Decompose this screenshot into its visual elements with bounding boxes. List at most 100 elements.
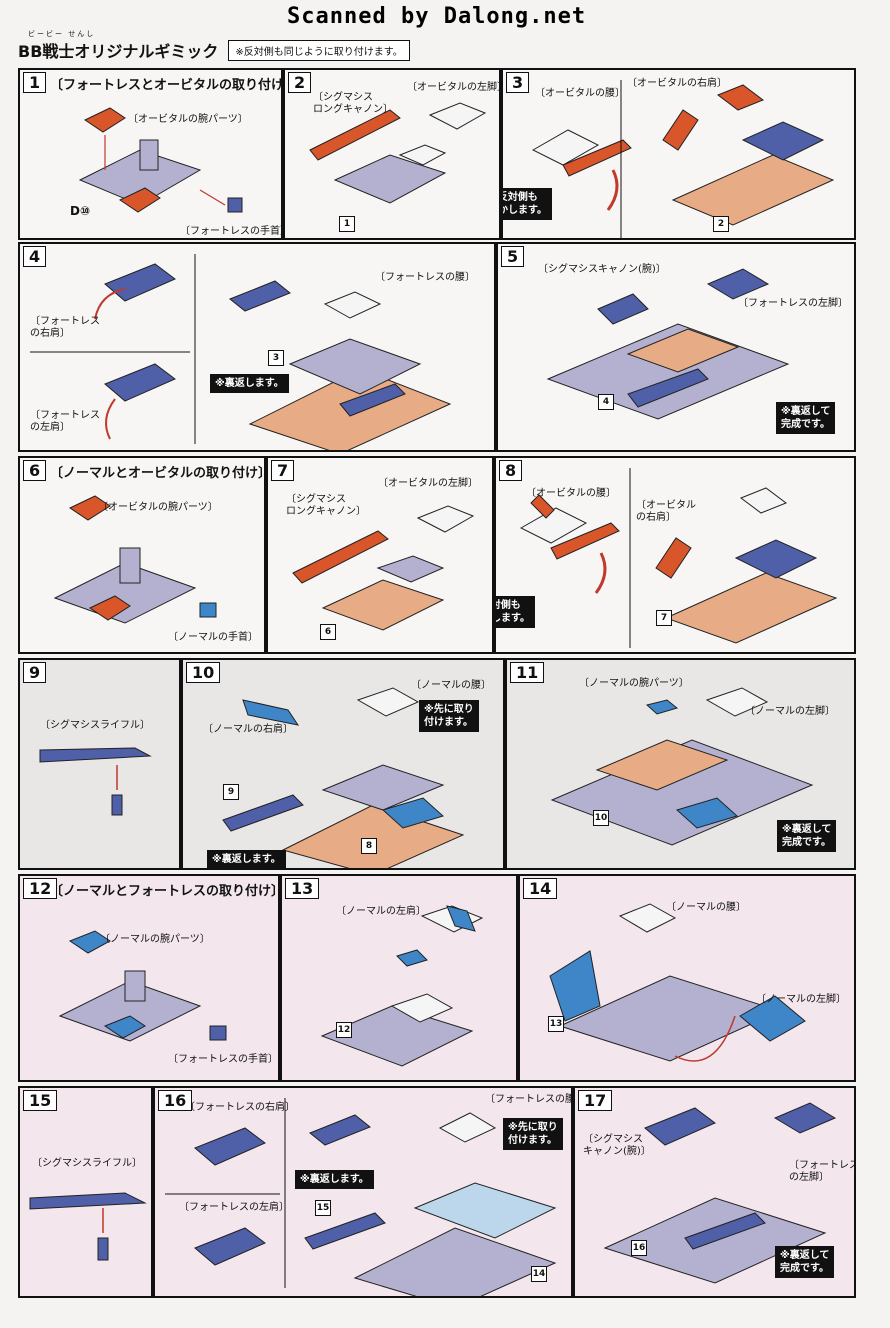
- step-15-illustration: [29, 1192, 147, 1261]
- part-label: 〔フォートレス の右肩〕: [30, 316, 100, 339]
- step-5-panel: 5 〔シグマシスキャノン(腕)〕 〔フォートレスの左脚〕 ※裏返して 完成です。…: [496, 242, 856, 452]
- step-2-illustration: [309, 102, 487, 204]
- step-title: 〔ノーマルとオービタルの取り付け〕: [50, 466, 266, 481]
- ref-badge: 10: [593, 810, 609, 826]
- part-label: 〔フォートレスの手首〕: [180, 226, 283, 237]
- part-label: 〔ノーマルの左肩〕: [336, 906, 426, 917]
- step-9-panel: 9 〔シグマシスライフル〕: [18, 658, 181, 870]
- part-label: 〔フォートレスの左肩〕: [179, 1202, 289, 1213]
- part-label: 〔オービタルの右肩〕: [627, 78, 727, 89]
- ref-badge: 15: [315, 1200, 331, 1216]
- part-label: 〔ノーマルの右肩〕: [203, 724, 293, 735]
- step-3-illustration: [531, 80, 835, 238]
- ref-badge: 1: [339, 216, 355, 232]
- step-number: 17: [578, 1090, 613, 1111]
- part-label: 〔シグマシスライフル〕: [40, 720, 150, 731]
- step-number: 12: [23, 878, 58, 899]
- part-label: 〔ノーマルの手首〕: [168, 632, 258, 643]
- step-7-illustration: [292, 505, 475, 631]
- part-label: 〔オービタルの左脚〕: [407, 82, 501, 93]
- step-3-panel: 3 〔オービタルの腰〕 〔オービタルの右肩〕 ※反対側も 動かします。 2: [501, 68, 856, 240]
- part-label: 〔ノーマルの腰〕: [411, 680, 491, 691]
- info-note: ※裏返して 完成です。: [776, 402, 836, 434]
- step-6-panel: 6 〔ノーマルとオービタルの取り付け〕 〔オービタルの腕パーツ〕 〔ノーマルの手…: [18, 456, 266, 654]
- step-number: 7: [271, 460, 295, 481]
- part-label: 〔オービタルの腰〕: [535, 88, 625, 99]
- ref-badge: 12: [336, 1022, 352, 1038]
- step-1-panel: 1 〔フォートレスとオービタルの取り付け〕 〔オービタルの腕パーツ〕 〔フォート…: [18, 68, 283, 240]
- info-note: ※先に取り 付けます。: [419, 700, 479, 732]
- info-note: ※反対側も 動かします。: [503, 188, 552, 220]
- ref-badge: 9: [223, 784, 239, 800]
- header-ruby: ビービー せんし: [28, 30, 96, 38]
- step-13-panel: 13 〔ノーマルの左肩〕 12: [280, 874, 518, 1082]
- page-header: ビービー せんし BB戦士オリジナルギミック ※反対側も同じように取り付けます。: [18, 30, 410, 62]
- step-13-illustration: [320, 905, 484, 1067]
- part-label: 〔オービタルの腰〕: [526, 488, 616, 499]
- ref-badge: 6: [320, 624, 336, 640]
- step-11-illustration: [550, 687, 814, 846]
- part-label: 〔フォートレスの左脚〕: [738, 298, 848, 309]
- info-note: ※反対側も 動かします。: [496, 596, 535, 628]
- step-9-illustration: [39, 747, 152, 816]
- part-label: 〔オービタル の右肩〕: [636, 500, 696, 523]
- page-title: BB戦士オリジナルギミック: [18, 42, 219, 61]
- step-number: 6: [23, 460, 47, 481]
- step-14-panel: 14 〔ノーマルの腰〕 〔ノーマルの左脚〕 13: [518, 874, 856, 1082]
- step-11-panel: 11 〔ノーマルの腕パーツ〕 〔ノーマルの左脚〕 ※裏返して 完成です。 10: [505, 658, 856, 870]
- header-note: ※反対側も同じように取り付けます。: [228, 39, 410, 61]
- step-14-illustration: [549, 903, 806, 1062]
- step-12-panel: 12 〔ノーマルとフォートレスの取り付け〕 〔ノーマルの腕パーツ〕 〔フォートレ…: [18, 874, 280, 1082]
- part-label: 〔シグマシス キャノン(腕)〕: [583, 1134, 651, 1157]
- ref-badge: 2: [713, 216, 729, 232]
- part-label: 〔オービタルの左脚〕: [378, 478, 478, 489]
- step-16-panel: 16 〔フォートレスの右肩〕 〔フォートレスの左肩〕 〔フォートレスの腰〕 ※先…: [153, 1086, 573, 1298]
- info-note: ※裏返します。: [295, 1170, 374, 1189]
- step-17-panel: 17 〔シグマシス キャノン(腕)〕 〔フォートレス の左脚〕 ※裏返して 完成…: [573, 1086, 856, 1298]
- part-label: 〔ノーマルの腕パーツ〕: [579, 678, 689, 689]
- step-15-panel: 15 〔シグマシスライフル〕: [18, 1086, 153, 1298]
- part-label: 〔シグマシス ロングキャノン〕: [286, 494, 366, 517]
- step-number: 16: [158, 1090, 193, 1111]
- part-label: 〔ノーマルの左脚〕: [756, 994, 846, 1005]
- part-label: 〔ノーマルの腕パーツ〕: [100, 934, 210, 945]
- step-1-illustration: [78, 107, 243, 213]
- part-label: 〔オービタルの腕パーツ〕: [128, 114, 248, 125]
- step-8-illustration: [519, 468, 838, 648]
- info-note: ※裏返します。: [207, 850, 286, 868]
- part-label: 〔ノーマルの腰〕: [666, 902, 746, 913]
- part-label: 〔シグマシスライフル〕: [32, 1158, 142, 1169]
- part-label: 〔オービタルの腕パーツ〕: [98, 502, 218, 513]
- step-10-illustration: [222, 687, 465, 868]
- step-4-illustration: [30, 254, 452, 450]
- step-number: 11: [510, 662, 545, 683]
- step-number: 4: [23, 246, 47, 267]
- step-12-illustration: [58, 930, 227, 1042]
- ref-badge: 14: [531, 1266, 547, 1282]
- ref-badge: 4: [598, 394, 614, 410]
- step-6-illustration: [53, 495, 217, 624]
- part-label: 〔ノーマルの左脚〕: [745, 706, 835, 717]
- step-number: 3: [506, 72, 530, 93]
- part-label: 〔フォートレス の左脚〕: [789, 1160, 856, 1183]
- step-number: 2: [288, 72, 312, 93]
- step-8-panel: 8 〔オービタルの腰〕 〔オービタル の右肩〕 ※反対側も 動かします。 7: [494, 456, 856, 654]
- step-number: 13: [285, 878, 320, 899]
- ref-badge: 3: [268, 350, 284, 366]
- step-17-illustration: [603, 1102, 837, 1284]
- step-4-panel: 4 〔フォートレス の右肩〕 〔フォートレス の左肩〕 〔フォートレスの腰〕 ※…: [18, 242, 496, 452]
- ref-badge: 7: [656, 610, 672, 626]
- step-2-panel: 2 〔シグマシス ロングキャノン〕 〔オービタルの左脚〕 1: [283, 68, 501, 240]
- part-label: 〔シグマシスキャノン(腕)〕: [538, 264, 666, 275]
- info-note: ※先に取り 付けます。: [503, 1118, 563, 1150]
- ref-badge: 8: [361, 838, 377, 854]
- part-label: 〔シグマシス ロングキャノン〕: [313, 92, 393, 115]
- step-16-illustration: [165, 1098, 557, 1296]
- info-note: ※裏返して 完成です。: [777, 820, 837, 852]
- step-number: 15: [23, 1090, 58, 1111]
- step-title: 〔フォートレスとオービタルの取り付け〕: [50, 78, 283, 93]
- part-label: 〔フォートレスの腰〕: [375, 272, 475, 283]
- step-number: 1: [23, 72, 47, 93]
- part-label: 〔フォートレスの右肩〕: [185, 1102, 295, 1113]
- step-number: 8: [499, 460, 523, 481]
